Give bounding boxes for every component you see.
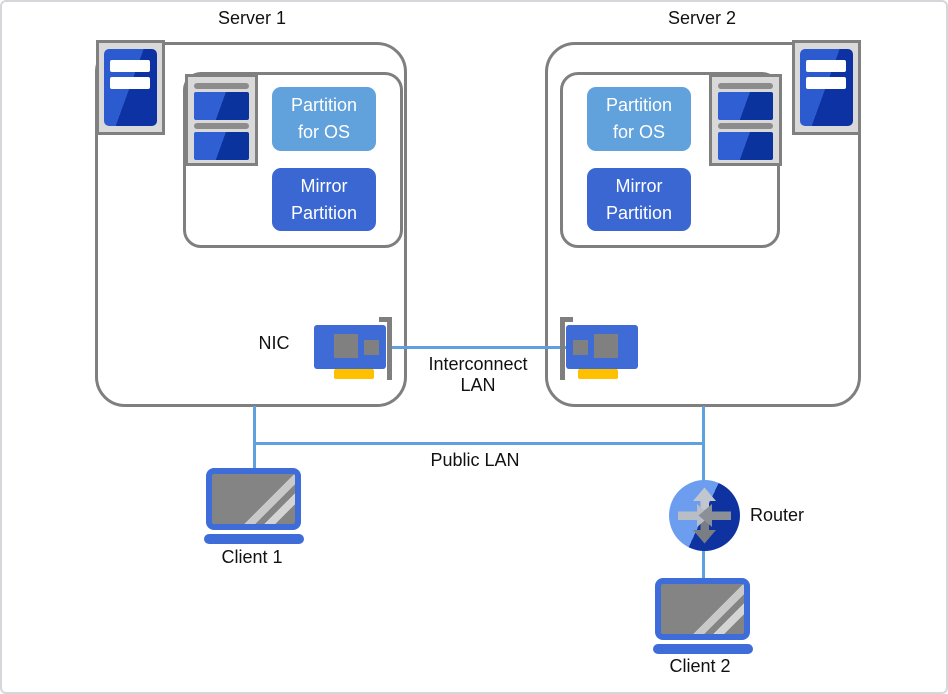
mirror-partition-line2: Partition <box>290 202 358 223</box>
partition-os-line2: for OS <box>612 122 665 142</box>
disk-bar <box>718 83 773 89</box>
laptop-base <box>204 534 304 544</box>
laptop-screen <box>206 468 301 530</box>
mirror-partition-line1: Mirror <box>615 175 663 196</box>
server1-disk-icon <box>185 74 258 166</box>
server2-disk-icon <box>709 74 782 166</box>
laptop-base <box>653 644 753 654</box>
mirror-partition-line2: Partition <box>605 202 673 223</box>
router-to-client2-line <box>702 550 705 580</box>
nic-chip <box>334 334 358 358</box>
client2-laptop-icon <box>653 578 753 656</box>
server1-partition-os: Partition for OS <box>272 87 376 151</box>
server1-mirror-partition: Mirror Partition <box>272 168 376 231</box>
tower-body <box>800 49 853 126</box>
disk-platter <box>194 132 249 160</box>
server2-mirror-partition: Mirror Partition <box>587 168 691 231</box>
partition-os-line1: Partition <box>290 95 358 115</box>
client2-label: Client 2 <box>669 656 731 676</box>
server1-nic-icon <box>312 317 392 381</box>
laptop-display <box>212 474 295 524</box>
partition-os-line2: for OS <box>297 122 350 142</box>
server2-nic-icon <box>560 317 640 381</box>
interconnect-label-line2: LAN <box>460 375 496 395</box>
disk-platter <box>718 132 773 160</box>
server2-partition-os: Partition for OS <box>587 87 691 151</box>
tower-slot <box>806 77 846 89</box>
nic-chip <box>594 334 618 358</box>
router-arrows <box>678 487 731 544</box>
server2-title: Server 2 <box>667 8 737 28</box>
disk-platter <box>718 92 773 120</box>
server2-to-router-line <box>702 406 705 482</box>
partition-os-line1: Partition <box>605 95 673 115</box>
nic-bracket <box>560 317 565 380</box>
nic-label: NIC <box>258 333 290 353</box>
nic-chip <box>364 340 379 355</box>
router-label: Router <box>750 505 805 525</box>
tower-body <box>104 49 157 126</box>
laptop-display <box>661 584 744 634</box>
nic-chip <box>573 340 588 355</box>
disk-platter <box>194 92 249 120</box>
disk-bar <box>194 123 249 129</box>
interconnect-lan-label: Interconnect LAN <box>418 354 538 396</box>
client1-laptop-icon <box>204 468 304 546</box>
server1-title: Server 1 <box>217 8 287 28</box>
router-icon <box>669 480 740 551</box>
public-lan-line <box>254 442 705 445</box>
server2-tower-icon <box>792 40 861 135</box>
laptop-screen <box>655 578 750 640</box>
interconnect-lan-line <box>392 346 570 349</box>
nic-bracket <box>387 317 392 380</box>
nic-bracket-cap <box>560 317 573 322</box>
nic-connector <box>334 369 374 379</box>
tower-slot <box>110 77 150 89</box>
interconnect-label-line1: Interconnect <box>428 354 528 374</box>
tower-slot <box>806 60 846 72</box>
nic-connector <box>578 369 618 379</box>
server1-tower-icon <box>96 40 165 135</box>
public-lan-label: Public LAN <box>430 450 520 470</box>
disk-bar <box>718 123 773 129</box>
disk-bar <box>194 83 249 89</box>
nic-bracket-cap <box>379 317 392 322</box>
tower-slot <box>110 60 150 72</box>
mirror-partition-line1: Mirror <box>300 175 348 196</box>
server1-to-client1-line <box>253 406 256 469</box>
client1-label: Client 1 <box>221 547 283 567</box>
